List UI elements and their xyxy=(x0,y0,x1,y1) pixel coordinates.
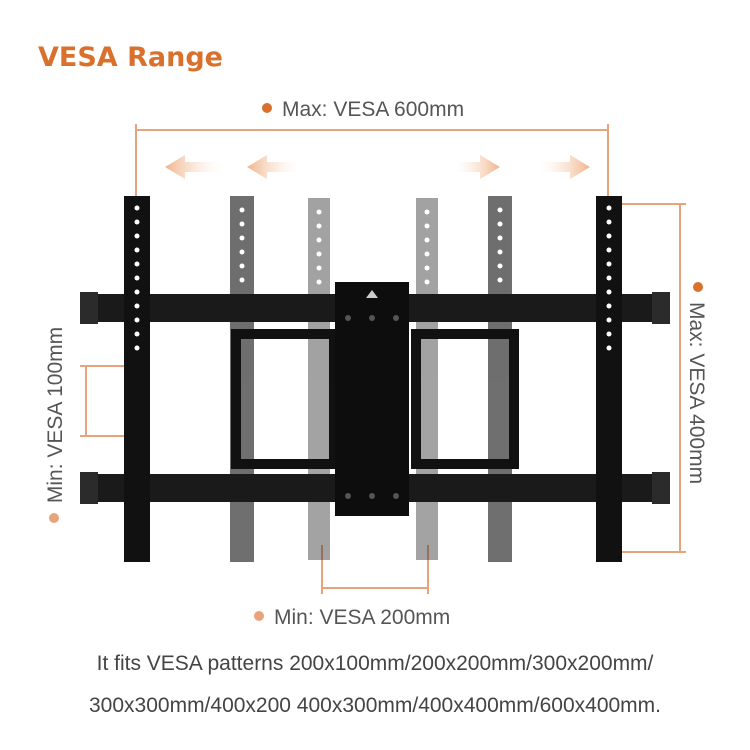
wall-plates xyxy=(231,329,519,469)
max-width-label: Max: VESA 600mm xyxy=(262,98,464,122)
bracket-arm-outer xyxy=(124,196,622,562)
caption-line-1: It fits VESA patterns 200x100mm/200x200m… xyxy=(96,652,654,675)
bullet-dot xyxy=(49,513,60,524)
bullet-dot xyxy=(262,103,272,114)
expand-arrows xyxy=(165,155,298,179)
bullet-dot xyxy=(254,611,264,622)
min-width-label: Min: VESA 200mm xyxy=(254,606,450,630)
max-height-dimension xyxy=(612,203,686,553)
min-height-text: Min: VESA 100mm xyxy=(44,326,67,504)
bullet-dot xyxy=(692,282,703,292)
min-height-label: Min: VESA 100mm xyxy=(44,325,68,525)
center-block xyxy=(335,282,409,516)
max-height-label: Max: VESA 400mm xyxy=(684,282,708,485)
min-width-text: Min: VESA 200mm xyxy=(274,606,451,629)
max-height-text: Max: VESA 400mm xyxy=(685,302,708,485)
max-width-text: Max: VESA 600mm xyxy=(282,98,465,121)
max-width-dimension xyxy=(135,124,609,200)
page-title: VESA Range xyxy=(38,42,223,73)
caption-line-2: 300x300mm/400x200 400x300mm/400x400mm/60… xyxy=(89,694,661,717)
bracket-arm-inner xyxy=(308,198,438,560)
min-width-dimension xyxy=(321,545,429,594)
